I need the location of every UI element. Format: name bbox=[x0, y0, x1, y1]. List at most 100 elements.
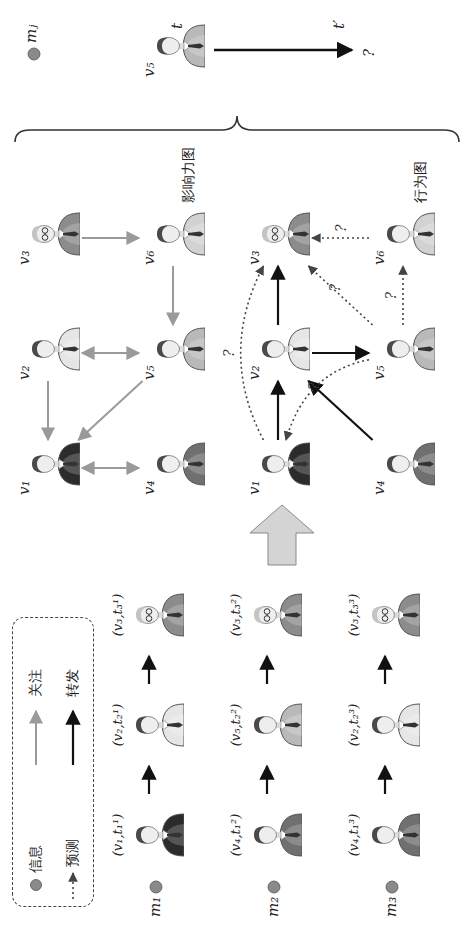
node-label: v₂ bbox=[15, 366, 33, 381]
shape-part bbox=[401, 824, 420, 846]
text-label: m₃ bbox=[382, 897, 400, 917]
person-icon bbox=[28, 326, 80, 372]
forward-arrow bbox=[384, 766, 386, 794]
person-icon bbox=[368, 812, 420, 858]
forward-arrow bbox=[266, 766, 268, 794]
user-node: v₅ bbox=[370, 326, 436, 380]
user-node: v₄ bbox=[140, 441, 206, 495]
node-label: (v₄,t₁³) bbox=[346, 795, 361, 875]
node-label: v₄ bbox=[370, 481, 388, 496]
shape-part bbox=[293, 462, 309, 467]
curly-brace bbox=[15, 116, 459, 142]
shape-part bbox=[157, 37, 168, 54]
node-label: v₃ bbox=[245, 251, 263, 266]
shape-part bbox=[58, 443, 80, 485]
person-icon bbox=[258, 441, 310, 487]
shape-part bbox=[401, 604, 420, 626]
node-label: v₅ bbox=[140, 63, 158, 78]
prediction-arrow bbox=[214, 49, 352, 51]
message-dot bbox=[268, 881, 280, 893]
shape-part bbox=[188, 462, 204, 467]
shape-part bbox=[285, 613, 301, 618]
shape-part bbox=[293, 347, 309, 352]
forward-arrow bbox=[148, 656, 150, 684]
predict-arrow-sample bbox=[72, 873, 74, 899]
text-label: t′ bbox=[330, 20, 348, 29]
shape-part bbox=[285, 833, 301, 838]
node-label: (v₄,t₁²) bbox=[228, 795, 243, 875]
legend-frame bbox=[12, 617, 94, 907]
forward-arrow bbox=[277, 381, 279, 440]
shape-part bbox=[262, 455, 273, 472]
text-label: m₁ bbox=[146, 897, 164, 917]
message-dot bbox=[28, 48, 40, 60]
person-icon bbox=[153, 441, 205, 487]
shape-part bbox=[280, 704, 302, 746]
shape-part bbox=[157, 455, 168, 472]
shape-part bbox=[157, 340, 168, 357]
shape-part bbox=[149, 614, 150, 615]
shape-part bbox=[188, 44, 204, 49]
shape-part bbox=[283, 604, 302, 626]
shape-part bbox=[162, 814, 184, 856]
person-icon bbox=[258, 326, 310, 372]
prediction-arrow bbox=[402, 266, 404, 325]
edge-label: ? bbox=[327, 284, 343, 292]
shape-part bbox=[32, 340, 43, 357]
shape-part bbox=[416, 223, 435, 245]
prediction-arrow bbox=[308, 266, 372, 325]
shape-part bbox=[267, 614, 268, 615]
text-label: mⱼ bbox=[22, 25, 40, 43]
cascade-user-node: (v₃,t₃¹) bbox=[110, 575, 188, 655]
shape-part bbox=[188, 232, 204, 237]
node-label: (v₂,t₂³) bbox=[346, 685, 361, 765]
shape-part bbox=[413, 328, 435, 370]
shape-part bbox=[283, 824, 302, 846]
forward-arrow bbox=[277, 266, 279, 325]
shape-part bbox=[61, 223, 80, 245]
shape-part bbox=[403, 833, 419, 838]
node-label: v₁ bbox=[15, 481, 33, 496]
forward-arrow bbox=[312, 352, 369, 354]
node-label: v₃ bbox=[15, 251, 33, 266]
cascade-user-node: (v₂,t₂³) bbox=[346, 685, 424, 765]
shape-part bbox=[291, 223, 310, 245]
shape-part bbox=[167, 613, 183, 618]
message-dot bbox=[150, 881, 162, 893]
shape-part bbox=[136, 826, 147, 843]
shape-part bbox=[183, 25, 205, 67]
cascade-user-node: (v₁,t₁¹) bbox=[110, 795, 188, 875]
user-node: v₁ bbox=[15, 441, 81, 495]
node-label: (v₁,t₁¹) bbox=[110, 795, 125, 875]
shape-part bbox=[275, 233, 276, 234]
shape-part bbox=[291, 338, 310, 360]
user-node: v₄ bbox=[370, 441, 436, 495]
user-node: v₂ bbox=[15, 326, 81, 380]
person-icon bbox=[153, 211, 205, 257]
person-icon bbox=[28, 441, 80, 487]
forward-arrow bbox=[384, 656, 386, 684]
shape-part bbox=[387, 225, 398, 242]
shape-part bbox=[288, 443, 310, 485]
shape-part bbox=[387, 340, 398, 357]
follow-arrow bbox=[78, 381, 142, 440]
shape-part bbox=[372, 826, 383, 843]
shape-part bbox=[382, 609, 388, 615]
shape-part bbox=[165, 604, 184, 626]
shape-part bbox=[61, 453, 80, 475]
node-label: (v₃,t₃²) bbox=[228, 575, 243, 655]
shape-part bbox=[416, 338, 435, 360]
shape-part bbox=[387, 455, 398, 472]
node-label: v₅ bbox=[370, 366, 388, 381]
shape-part bbox=[186, 338, 205, 360]
person-icon bbox=[250, 592, 302, 638]
user-node: v₆ bbox=[140, 211, 206, 265]
shape-part bbox=[418, 347, 434, 352]
shape-part bbox=[183, 213, 205, 255]
shape-part bbox=[401, 714, 420, 736]
cascade-user-node: (v₂,t₂¹) bbox=[110, 685, 188, 765]
shape-part bbox=[403, 723, 419, 728]
person-icon bbox=[368, 702, 420, 748]
shape-part bbox=[63, 347, 79, 352]
